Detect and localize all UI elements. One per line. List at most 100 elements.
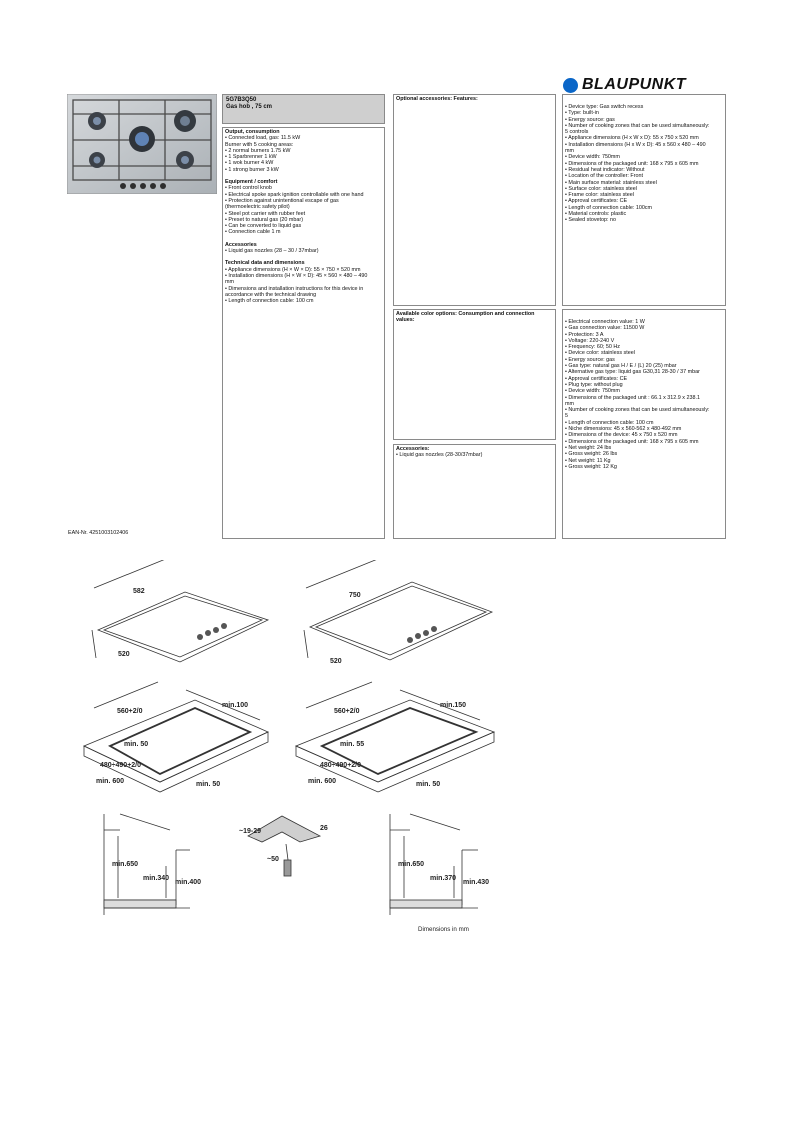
spec-sections: Output, consumption• Connected load, gas… — [223, 128, 384, 305]
right-min370-label: min.370 — [430, 875, 456, 882]
connection-value-line: • Length of connection cable: 100 cm — [565, 419, 654, 426]
hob-right-outline — [308, 581, 494, 661]
right-min430-label: min.430 — [463, 879, 489, 886]
feature-line: • Sealed stovetop: no — [565, 217, 617, 224]
connection-values-box: • Electrical connection value: 1 W• Gas … — [562, 309, 726, 539]
cutout-right-depth-label: 480÷490+2/0 — [320, 762, 361, 769]
dimensions-caption: Dimensions in mm — [418, 926, 469, 933]
connection-value-line: • Net weight: 11 Kg — [565, 457, 611, 464]
left-min340-label: min.340 — [143, 875, 169, 882]
accessories-item: • Liquid gas nozzles (28-30/37mbar) — [396, 452, 483, 459]
connection-value-line: • Gas connection value: 11500 W — [565, 325, 645, 332]
feature-line: • Length of connection cable: 100cm — [565, 204, 652, 211]
feature-line: 5 controls — [565, 129, 589, 136]
feature-line: • Type: built-in — [565, 110, 599, 117]
spec-line: • Liquid gas nozzles (28 – 30 / 37mbar) — [225, 248, 319, 255]
connection-value-line: • Gross weight: 26 lbs — [565, 451, 618, 458]
spec-line: • Installation dimensions (H × W × D): 4… — [225, 272, 368, 279]
spec-line: accordance with the technical drawing — [225, 291, 317, 298]
connection-value-line: • Approval certificates: CE — [565, 375, 628, 382]
left-min-600-label: min. 600 — [96, 778, 124, 785]
spec-line: • Dimensions and installation instructio… — [225, 285, 364, 292]
spec-line: • 1 strong burner 3 kW — [225, 166, 279, 173]
feature-line: • Frame color: stainless steel — [565, 192, 634, 199]
connection-value-line: • Number of cooking zones that can be us… — [565, 407, 710, 414]
connection-value-line: • Energy source: gas — [565, 356, 615, 363]
hob-right-width-label: 750 — [349, 592, 361, 599]
brand-name: BLAUPUNKT — [582, 76, 687, 93]
features-box: • Device type: Gas switch recess• Type: … — [562, 94, 726, 306]
connection-value-line: • Plug type: without plug — [565, 381, 623, 388]
connection-value-line: • Protection: 3 A — [565, 331, 604, 338]
feature-line: mm — [565, 148, 574, 155]
feature-line: • Location of the controller: Front — [565, 173, 643, 180]
left-min650-label: min.650 — [112, 861, 138, 868]
connection-value-line: • Gross weight: 12 Kg — [565, 463, 617, 470]
right-min-600-label: min. 600 — [308, 778, 336, 785]
features-list: • Device type: Gas switch recess• Type: … — [563, 95, 725, 224]
spec-line: • Preset to natural gas (20 mbar) — [225, 216, 303, 223]
spec-line: mm — [225, 279, 234, 286]
cutout-left-width-label: 560+2/0 — [117, 708, 143, 715]
hob-right-depth-label: 520 — [330, 658, 342, 665]
hob-left-width-label: 582 — [133, 588, 145, 595]
spec-panel: Output, consumption• Connected load, gas… — [222, 127, 385, 539]
hob-left-depth-label: 520 — [118, 651, 130, 658]
connection-value-line: • Dimensions of the packaged unit: 168 x… — [565, 438, 699, 445]
model-number: 5G7B3Q50 — [226, 97, 257, 103]
brand-logo: BLAUPUNKT — [563, 76, 686, 94]
feature-line: • Appliance dimensions (H x W x D): 55 x… — [565, 135, 699, 142]
left-min-front-label: min. 50 — [196, 781, 220, 788]
connection-value-line: • Device width: 750mm — [565, 388, 620, 395]
ean-number: EAN-Nr. 4251003102406 — [68, 530, 129, 536]
spec-line: • 1 Sparbrenner 1 kW — [225, 154, 277, 161]
feature-line: • Installation dimensions (H x W x D): 4… — [565, 141, 706, 148]
spec-line: • Appliance dimensions (H × W × D): 55 ×… — [225, 266, 361, 273]
feature-line: • Approval certificates: CE — [565, 198, 628, 205]
left-min-back-label: min.100 — [222, 702, 248, 709]
connection-value-line: • Gas type: natural gas H / E / (L) 20 (… — [565, 363, 677, 370]
feature-line: • Device width: 750mm — [565, 154, 620, 161]
feature-line: • Main surface material: stainless steel — [565, 179, 657, 186]
spec-section-title: Accessories — [225, 241, 257, 248]
spec-line: Burner with 5 cooking areas: — [225, 141, 294, 148]
connection-value-line: mm — [565, 400, 574, 407]
detail-a-label: ~19-29 — [239, 828, 261, 835]
product-title-box: 5G7B3Q50 Gas hob , 75 cm — [222, 94, 385, 124]
feature-line: • Surface color: stainless steel — [565, 185, 637, 192]
right-min-back-label: min.150 — [440, 702, 466, 709]
feature-line: • Energy source: gas — [565, 116, 615, 123]
accessories-box: Accessories: • Liquid gas nozzles (28-30… — [393, 444, 556, 539]
spec-line: • 1 wok burner 4 kW — [225, 160, 274, 167]
spec-line: (thermoelectric safety pilot) — [225, 204, 290, 211]
optional-accessories-title: Optional accessories: Features: — [396, 96, 478, 102]
right-min-front-label: min. 50 — [416, 781, 440, 788]
hob-left-outline — [96, 591, 270, 663]
detail-b-label: 26 — [320, 825, 328, 832]
left-min400-label: min.400 — [175, 879, 201, 886]
spec-line: • 2 normal burners 1.75 kW — [225, 147, 291, 154]
color-options-title: Available color options: Consumption and… — [396, 311, 536, 324]
optional-accessories-box: Optional accessories: Features: — [393, 94, 556, 306]
feature-line: • Residual heat indicator: Without — [565, 166, 645, 173]
product-image — [66, 93, 218, 195]
spec-line: • Front control knob — [225, 185, 272, 192]
feature-line: • Device type: Gas switch recess — [565, 104, 644, 110]
spec-section-title: Technical data and dimensions — [225, 260, 305, 267]
connection-values-list: • Electrical connection value: 1 W• Gas … — [563, 310, 725, 470]
connection-value-line: 5 — [565, 413, 568, 420]
connection-value-line: • Electrical connection value: 1 W — [565, 319, 645, 325]
feature-line: • Number of cooking zones that can be us… — [565, 122, 710, 129]
spec-line: • Steel pot carrier with rubber feet — [225, 210, 306, 217]
cutout-right-width-label: 560+2/0 — [334, 708, 360, 715]
spec-line: • Electrical spoke spark ignition contro… — [225, 191, 364, 198]
spec-line: • Length of connection cable: 100 cm — [225, 298, 314, 305]
spec-line: • Can be converted to liquid gas — [225, 223, 302, 230]
connection-value-line: • Device color: stainless steel — [565, 350, 635, 357]
connection-value-line: • Dimensions of the packaged unit : 66.1… — [565, 394, 700, 401]
color-options-box: Available color options: Consumption and… — [393, 309, 556, 440]
connection-value-line: • Net weight: 24 lbs — [565, 444, 612, 451]
detail-c-label: ~50 — [267, 856, 279, 863]
technical-drawing: 582 520 750 520 560+2/0 560+2/0 min.100 … — [83, 560, 496, 915]
connection-value-line: • Voltage: 220-240 V — [565, 337, 615, 344]
